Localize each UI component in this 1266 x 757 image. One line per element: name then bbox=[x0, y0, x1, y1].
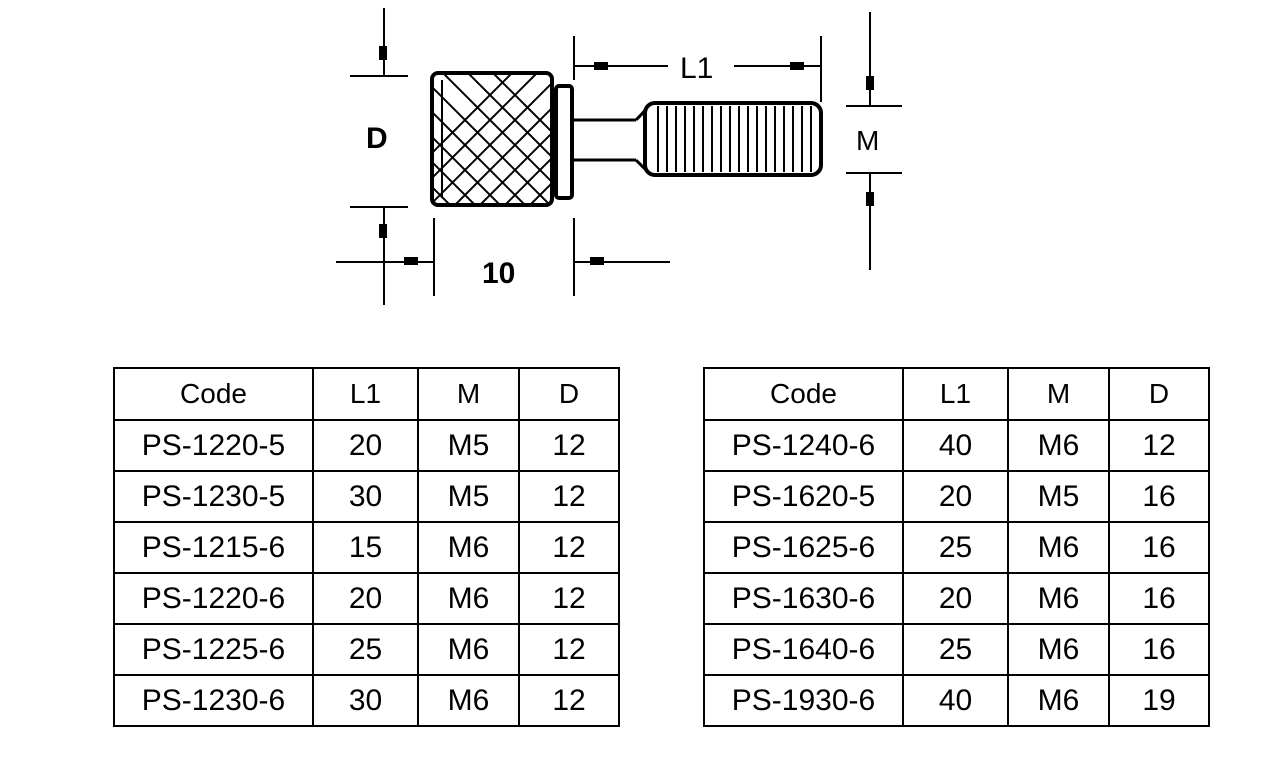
header-d: D bbox=[1108, 367, 1210, 421]
cell-d: 12 bbox=[518, 419, 620, 472]
header-m: M bbox=[417, 367, 520, 421]
header-d: D bbox=[518, 367, 620, 421]
cell-code: PS-1220-6 bbox=[113, 572, 314, 625]
shank bbox=[572, 103, 652, 176]
cell-l1: 25 bbox=[312, 623, 419, 676]
cell-d: 12 bbox=[518, 470, 620, 523]
table-row: PS-1620-5 20 M5 16 bbox=[703, 470, 1210, 523]
screw-dimension-drawing: D 10 L1 M bbox=[336, 8, 902, 305]
cell-d: 12 bbox=[518, 674, 620, 727]
cell-l1: 40 bbox=[902, 674, 1009, 727]
table-row: PS-1640-6 25 M6 16 bbox=[703, 623, 1210, 676]
dimension-d bbox=[350, 8, 408, 305]
cell-d: 16 bbox=[1108, 623, 1210, 676]
threaded-section bbox=[643, 101, 823, 177]
cell-code: PS-1220-5 bbox=[113, 419, 314, 472]
dimension-l1 bbox=[573, 36, 822, 102]
cell-code: PS-1230-5 bbox=[113, 470, 314, 523]
header-m: M bbox=[1007, 367, 1110, 421]
table-row: PS-1625-6 25 M6 16 bbox=[703, 521, 1210, 574]
table-row: PS-1225-6 25 M6 12 bbox=[113, 623, 620, 676]
collar bbox=[554, 84, 574, 200]
cell-d: 12 bbox=[518, 521, 620, 574]
cell-d: 12 bbox=[518, 623, 620, 676]
cell-code: PS-1630-6 bbox=[703, 572, 904, 625]
spec-table-left: Code L1 M D PS-1220-5 20 M5 12 PS-1230-5… bbox=[113, 367, 620, 727]
label-m: M bbox=[856, 125, 879, 156]
dimension-head-length bbox=[336, 218, 670, 296]
table-row: PS-1220-5 20 M5 12 bbox=[113, 419, 620, 472]
cell-m: M6 bbox=[1007, 674, 1110, 727]
cell-m: M6 bbox=[1007, 572, 1110, 625]
cell-l1: 40 bbox=[902, 419, 1009, 472]
cell-m: M6 bbox=[417, 623, 520, 676]
table-row: PS-1930-6 40 M6 19 bbox=[703, 674, 1210, 727]
cell-code: PS-1640-6 bbox=[703, 623, 904, 676]
table-header-row: Code L1 M D bbox=[113, 367, 620, 421]
cell-code: PS-1625-6 bbox=[703, 521, 904, 574]
cell-m: M6 bbox=[1007, 623, 1110, 676]
header-code: Code bbox=[113, 367, 314, 421]
label-d: D bbox=[366, 122, 388, 155]
cell-m: M6 bbox=[417, 521, 520, 574]
table-header-row: Code L1 M D bbox=[703, 367, 1210, 421]
cell-d: 19 bbox=[1108, 674, 1210, 727]
knurled-head bbox=[430, 71, 554, 207]
table-row: PS-1230-5 30 M5 12 bbox=[113, 470, 620, 523]
cell-l1: 25 bbox=[902, 623, 1009, 676]
cell-m: M5 bbox=[417, 470, 520, 523]
cell-l1: 30 bbox=[312, 470, 419, 523]
cell-d: 16 bbox=[1108, 572, 1210, 625]
label-l1: L1 bbox=[680, 52, 713, 85]
cell-m: M5 bbox=[417, 419, 520, 472]
cell-code: PS-1930-6 bbox=[703, 674, 904, 727]
cell-m: M6 bbox=[417, 572, 520, 625]
table-row: PS-1630-6 20 M6 16 bbox=[703, 572, 1210, 625]
cell-d: 12 bbox=[518, 572, 620, 625]
cell-l1: 20 bbox=[902, 572, 1009, 625]
cell-m: M6 bbox=[1007, 419, 1110, 472]
cell-d: 16 bbox=[1108, 521, 1210, 574]
cell-code: PS-1240-6 bbox=[703, 419, 904, 472]
table-row: PS-1220-6 20 M6 12 bbox=[113, 572, 620, 625]
cell-code: PS-1225-6 bbox=[113, 623, 314, 676]
cell-l1: 20 bbox=[902, 470, 1009, 523]
header-l1: L1 bbox=[312, 367, 419, 421]
table-row: PS-1215-6 15 M6 12 bbox=[113, 521, 620, 574]
cell-d: 16 bbox=[1108, 470, 1210, 523]
header-l1: L1 bbox=[902, 367, 1009, 421]
cell-l1: 15 bbox=[312, 521, 419, 574]
cell-l1: 25 bbox=[902, 521, 1009, 574]
cell-l1: 20 bbox=[312, 419, 419, 472]
label-head-length: 10 bbox=[482, 257, 515, 290]
header-code: Code bbox=[703, 367, 904, 421]
cell-code: PS-1215-6 bbox=[113, 521, 314, 574]
cell-l1: 30 bbox=[312, 674, 419, 727]
cell-code: PS-1620-5 bbox=[703, 470, 904, 523]
cell-m: M6 bbox=[1007, 521, 1110, 574]
cell-m: M6 bbox=[417, 674, 520, 727]
dimension-m bbox=[846, 12, 902, 270]
cell-l1: 20 bbox=[312, 572, 419, 625]
cell-d: 12 bbox=[1108, 419, 1210, 472]
table-row: PS-1240-6 40 M6 12 bbox=[703, 419, 1210, 472]
spec-table-right: Code L1 M D PS-1240-6 40 M6 12 PS-1620-5… bbox=[703, 367, 1210, 727]
cell-code: PS-1230-6 bbox=[113, 674, 314, 727]
cell-m: M5 bbox=[1007, 470, 1110, 523]
table-row: PS-1230-6 30 M6 12 bbox=[113, 674, 620, 727]
